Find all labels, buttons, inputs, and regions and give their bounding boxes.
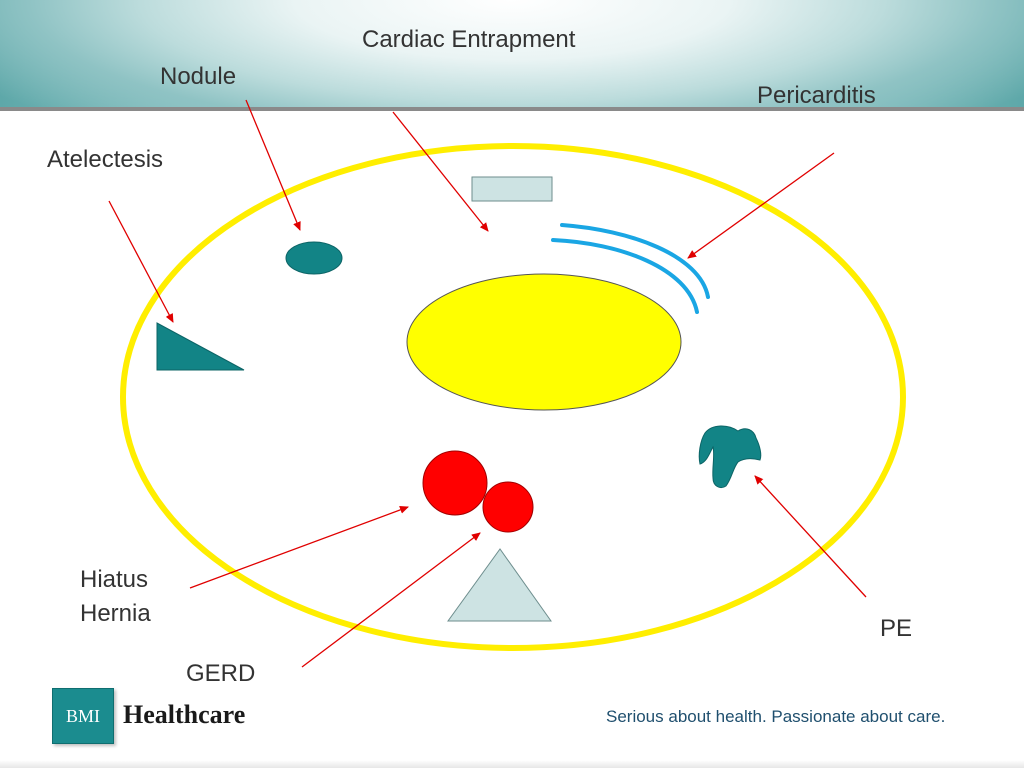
arrow-pe bbox=[754, 475, 867, 598]
label-hiatus-line1: Hiatus bbox=[80, 566, 149, 593]
pe-clot-shape bbox=[698, 425, 762, 489]
bmi-logo-mark: BMI bbox=[52, 688, 114, 744]
arrow-cardiac-entrapment bbox=[392, 111, 489, 232]
arrow-pericarditis bbox=[687, 152, 835, 259]
heart-shape bbox=[406, 273, 682, 411]
header-divider bbox=[0, 107, 1024, 111]
label-gerd: GERD bbox=[186, 660, 256, 687]
pericardium-arc-outer bbox=[560, 223, 710, 299]
stomach-triangle bbox=[447, 548, 552, 622]
hernia-circle-small bbox=[482, 481, 534, 533]
arrow-atelectesis bbox=[108, 200, 174, 323]
nodule-shape bbox=[285, 241, 343, 275]
arrow-hiatus-hernia bbox=[189, 506, 409, 589]
bmi-logo-word: Healthcare bbox=[123, 700, 246, 729]
arrow-gerd bbox=[301, 532, 481, 668]
footer-tagline: Serious about health. Passionate about c… bbox=[606, 707, 946, 726]
hernia-circle-large bbox=[422, 450, 488, 516]
label-nodule: Nodule bbox=[160, 63, 237, 90]
label-pericarditis: Pericarditis bbox=[757, 82, 876, 109]
label-hiatus-line2: Hernia bbox=[80, 600, 151, 627]
entrapment-box bbox=[471, 176, 553, 202]
thorax-outline bbox=[120, 143, 906, 651]
label-atelectesis: Atelectesis bbox=[47, 146, 164, 173]
arrow-nodule bbox=[245, 99, 301, 231]
header-band bbox=[0, 0, 1024, 108]
label-cardiac-entrapment: Cardiac Entrapment bbox=[362, 26, 576, 53]
label-pe: PE bbox=[880, 615, 913, 642]
pericardium-arc-inner bbox=[551, 238, 699, 314]
footer-shade bbox=[0, 760, 1024, 768]
atelectasis-triangle bbox=[156, 322, 245, 371]
